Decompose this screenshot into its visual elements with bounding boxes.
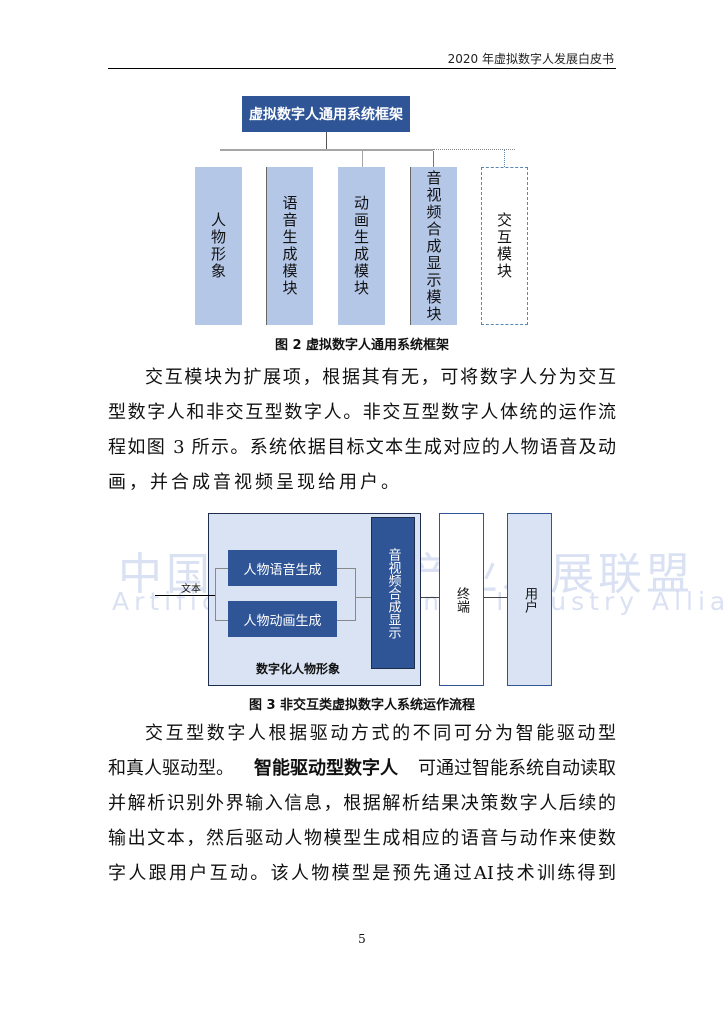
text-line: 画，并合成音视频呈现给用户。 — [108, 472, 402, 493]
animation-generation-box: 人物动画生成 — [228, 601, 337, 637]
connector-dotted — [433, 149, 515, 150]
arrow — [421, 597, 439, 598]
user-box: 用户 — [507, 513, 552, 686]
connector — [220, 149, 433, 151]
text-span: 和真人驱动型。 — [108, 758, 234, 779]
merge-arrow — [355, 597, 371, 598]
text-span: 可通过智能系统自动读取 — [418, 758, 616, 779]
terminal-box: 终端 — [439, 513, 484, 686]
text-line: 交互型数字人根据驱动方式的不同可分为智能驱动型 — [145, 723, 616, 744]
connector — [326, 132, 327, 150]
figure-2-caption: 图 2 虚拟数字人通用系统框架 — [274, 338, 450, 353]
arrow — [484, 597, 507, 598]
framework-title-box: 虚拟数字人通用系统框架 — [242, 96, 410, 132]
text-line: 型数字人和非交互型数字人。非交互型数字人体统的运作流 — [108, 402, 616, 423]
page-number: 5 — [358, 932, 366, 946]
text-line: 字人跟用户互动。该人物模型是预先通过AI技术训练得到 — [108, 863, 616, 884]
module-av: 音视频合成显示模块 — [410, 167, 457, 325]
connector — [433, 151, 434, 167]
bold-term: 智能驱动型数字人 — [254, 758, 398, 779]
connector — [362, 151, 363, 167]
text-line: 输出文本，然后驱动人物模型生成相应的语音与动作来使数 — [108, 828, 616, 849]
running-header: 2020 年虚拟数字人发展白皮书 — [447, 52, 614, 66]
input-arrow — [155, 595, 215, 596]
module-character: 人物形象 — [195, 167, 242, 325]
speech-generation-box: 人物语音生成 — [228, 550, 337, 586]
figure-3-caption: 图 3 非交互类虚拟数字人系统运作流程 — [248, 698, 476, 713]
module-animation: 动画生成模块 — [338, 167, 385, 325]
text-line: 交互模块为扩展项，根据其有无，可将数字人分为交互 — [145, 367, 616, 388]
text-line: 和真人驱动型。智能驱动型数字人可通过智能系统自动读取 — [108, 751, 616, 786]
connector-dotted — [504, 150, 505, 167]
input-label: 文本 — [181, 584, 201, 595]
text-line: 并解析识别外界输入信息，根据解析结果决策数字人后续的 — [108, 793, 616, 814]
module-speech: 语音生成模块 — [266, 167, 313, 325]
header-rule — [108, 68, 616, 69]
group-label: 数字化人物形象 — [256, 662, 341, 676]
merge-connector — [337, 568, 356, 621]
module-interaction: 交互模块 — [481, 167, 528, 325]
av-synthesis-box: 音视频合成显示 — [371, 517, 415, 669]
branch-connector — [215, 568, 228, 621]
text-line: 程如图 3 所示。系统依据目标文本生成对应的人物语音及动 — [108, 437, 616, 458]
